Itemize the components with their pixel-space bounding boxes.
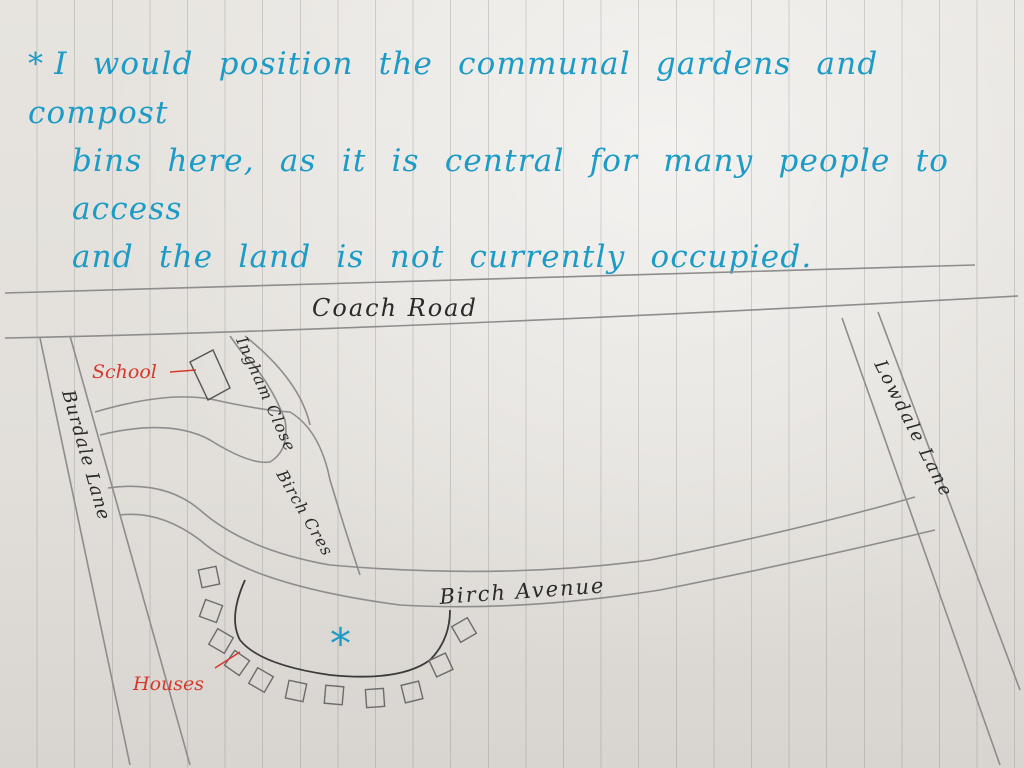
school-leader-line	[169, 369, 197, 373]
ingham-close-outer-edge	[94, 396, 361, 576]
houses-leader-line	[214, 651, 241, 669]
school-building	[189, 349, 231, 401]
note-asterisk: *	[28, 47, 45, 82]
coach-road-label: Coach Road	[312, 294, 478, 322]
houses-label: Houses	[132, 673, 204, 695]
coach-road-south-edge	[4, 295, 1019, 339]
note-line-1: *I would position the communal gardens a…	[28, 40, 1013, 137]
house	[197, 565, 221, 589]
house	[198, 598, 224, 624]
birch-crescent-loop	[234, 579, 451, 678]
houses-group	[197, 565, 478, 709]
note-line-1-text: I would position the communal gardens an…	[28, 46, 879, 131]
note-line-2: bins here, as it is central for many peo…	[72, 143, 950, 227]
lowdale-lane-east-edge	[877, 311, 1021, 691]
birch-avenue-north-edge	[107, 485, 916, 573]
house	[364, 687, 386, 709]
birch-cres-label: Birch Cres	[272, 466, 337, 560]
burdale-lane-west-edge	[39, 337, 131, 766]
house	[284, 679, 308, 703]
garden-site-asterisk: *	[330, 619, 351, 668]
house	[400, 680, 424, 704]
house	[207, 627, 235, 655]
lowdale-lane-label: Lowdale Lane	[869, 356, 957, 501]
birch-avenue-label: Birch Avenue	[438, 573, 607, 609]
house	[450, 616, 478, 644]
burdale-lane-east-edge	[69, 335, 191, 766]
lowdale-lane-west-edge	[841, 317, 1001, 766]
burdale-lane-label: Burdale Lane	[57, 387, 115, 523]
house	[428, 652, 454, 678]
ingham-close-top-edge	[244, 335, 311, 426]
ingham-close-label: Ingham Close	[232, 333, 300, 455]
ingham-close-inner-edge	[99, 335, 287, 464]
birch-avenue-south-edge	[119, 513, 936, 608]
house	[247, 666, 275, 694]
school-label: School	[92, 361, 157, 383]
handwritten-note: *I would position the communal gardens a…	[28, 40, 1013, 281]
coach-road-north-edge	[4, 264, 976, 294]
note-line-3: and the land is not currently occupied.	[72, 239, 813, 275]
house	[323, 684, 345, 706]
